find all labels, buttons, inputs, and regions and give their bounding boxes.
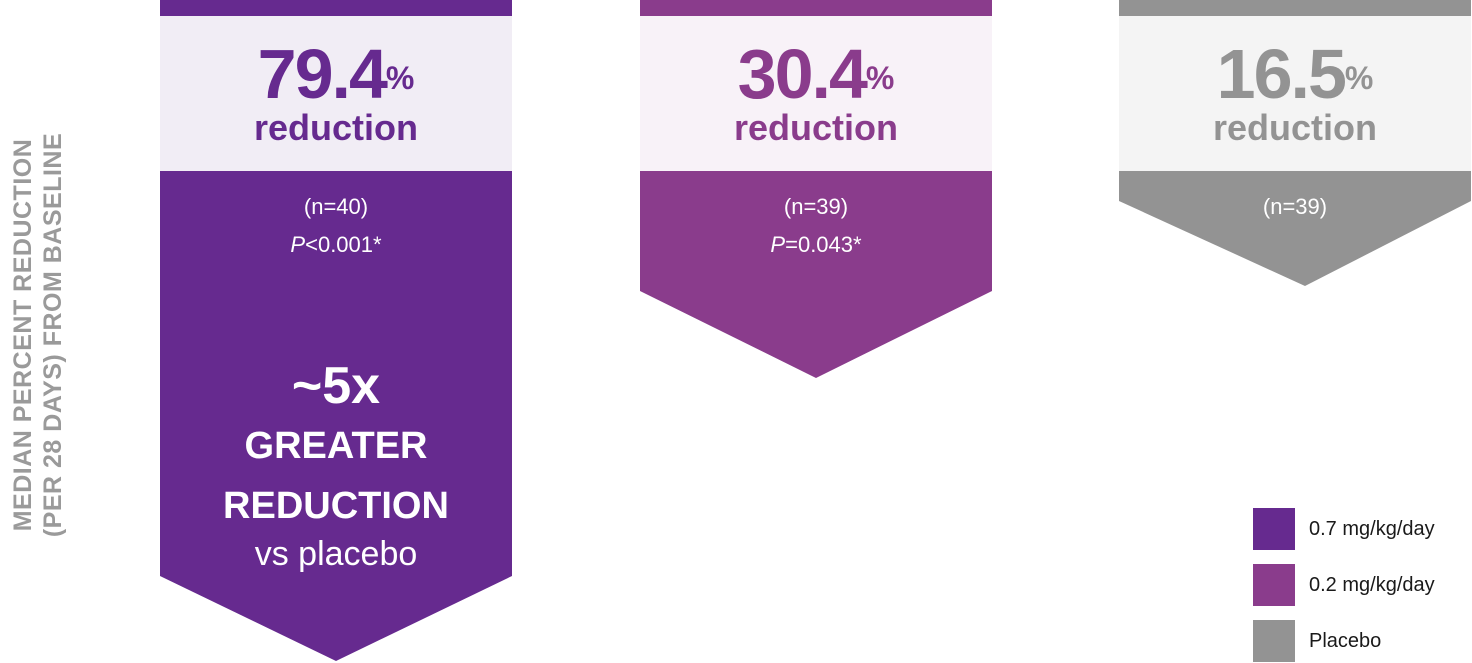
callout-line-1: GREATER [244,425,428,467]
p-value: P=0.043* [770,232,862,257]
n-label: (n=39) [1262,194,1328,219]
n-label: (n=40) [303,194,369,219]
bar-top-strip [640,0,992,16]
legend-label: 0.2 mg/kg/day [1309,574,1435,596]
y-axis-label-line-2: (PER 28 DAYS) FROM BASELINE [39,132,67,538]
unit-label: reduction [733,107,898,148]
bar-top-strip [160,0,512,16]
y-axis-label-line-1: MEDIAN PERCENT REDUCTION [9,138,37,532]
bar-arrow [1119,171,1471,289]
bar-arrow [640,171,992,381]
p-value: P<0.001* [290,232,382,257]
bar-arrow-shape [640,171,992,378]
bar-arrow-shape [1119,171,1471,286]
legend-label: Placebo [1309,630,1382,652]
value-header: 79.4% reduction [160,16,512,171]
callout-multiplier: ~5x [291,357,381,415]
n-label: (n=39) [783,194,849,219]
callout-line-2: REDUCTION [223,485,449,527]
legend-item-2: Placebo [1253,620,1472,662]
value-label: 16.5% [1216,35,1374,113]
legend-swatch [1253,564,1295,606]
value-label: 79.4% [257,35,415,113]
unit-label: reduction [253,107,418,148]
bar-top-strip [1119,0,1471,16]
legend-swatch [1253,620,1295,662]
legend-item-0: 0.7 mg/kg/day [1253,508,1472,550]
value-header: 30.4% reduction [640,16,992,171]
legend-item-1: 0.2 mg/kg/day [1253,564,1472,606]
value-label: 30.4% [737,35,895,113]
unit-label: reduction [1212,107,1377,148]
legend-label: 0.7 mg/kg/day [1309,518,1435,540]
callout-line-3: vs placebo [254,535,418,573]
value-header: 16.5% reduction [1119,16,1471,171]
legend-swatch [1253,508,1295,550]
bar-arrow [160,171,512,663]
y-axis-label: MEDIAN PERCENT REDUCTION (PER 28 DAYS) F… [0,0,80,663]
bar-arrow-shape [160,171,512,661]
